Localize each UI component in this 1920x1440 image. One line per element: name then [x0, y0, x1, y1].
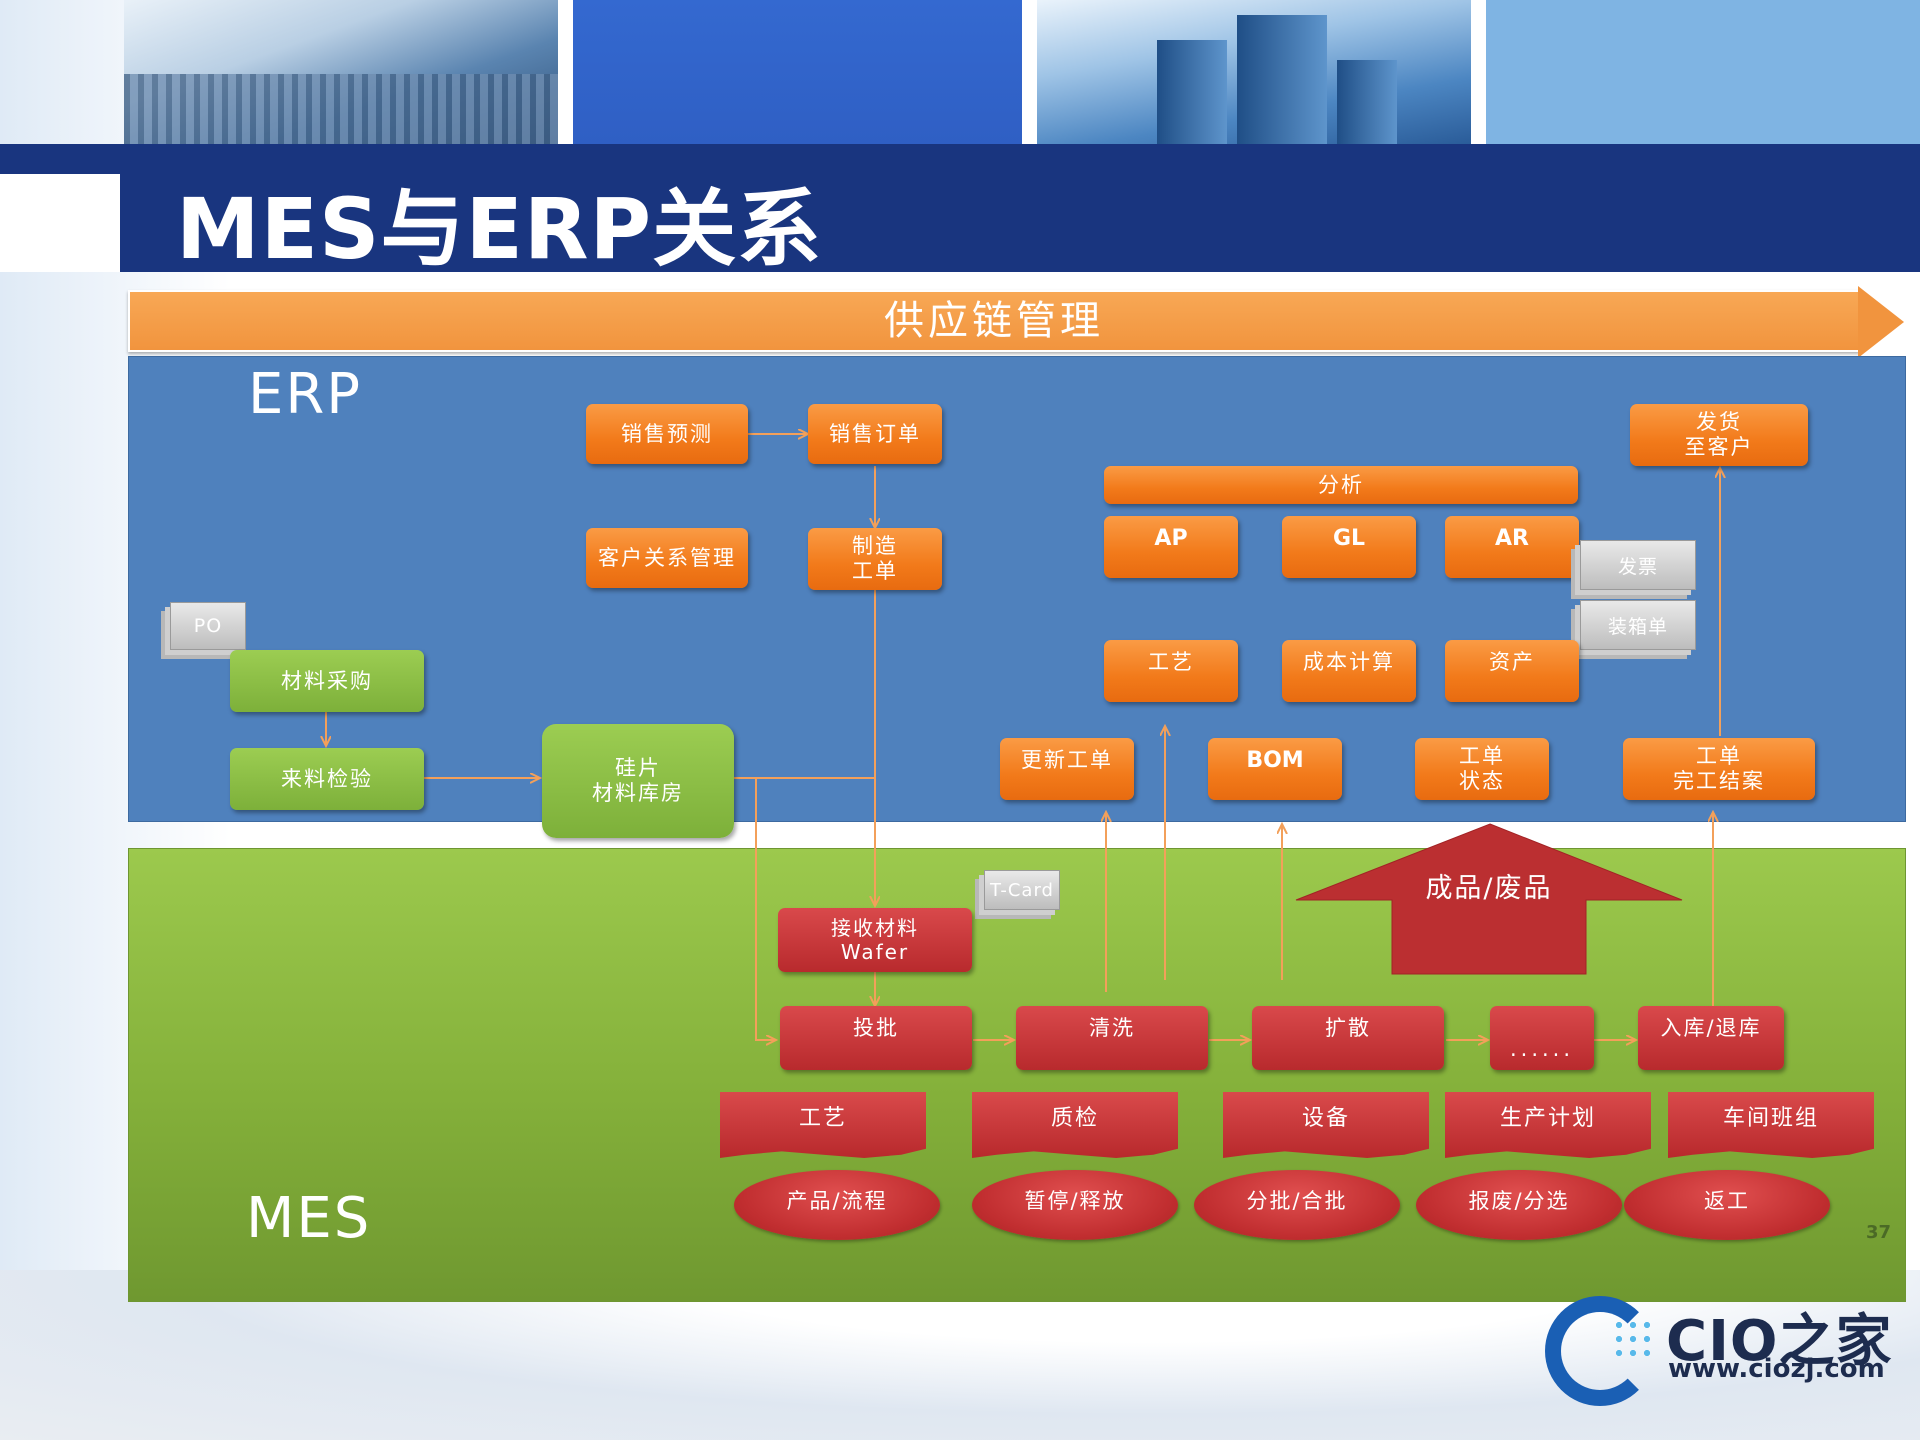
finished-scrap-label: 成品/废品: [1425, 873, 1553, 904]
order-status-box: 工单 状态: [1415, 738, 1549, 800]
tcard-document-icon: T-Card: [984, 870, 1060, 910]
mes-label: MES: [246, 1186, 372, 1251]
incoming-inspection-box: 来料检验: [230, 748, 424, 810]
title-bar: [0, 144, 1920, 272]
function-scrap-sort: 报废/分选: [1416, 1170, 1622, 1240]
header-image-lightblue: [1486, 0, 1920, 144]
sales-order-box: 销售订单: [808, 404, 942, 464]
flow-step-warehouse: 入库/退库: [1638, 1006, 1784, 1070]
function-split-merge: 分批/合批: [1194, 1170, 1400, 1240]
erp-label: ERP: [248, 362, 363, 427]
flow-step-more: ......: [1490, 1006, 1594, 1070]
receive-material-box: 接收材料 Wafer: [778, 908, 972, 972]
module-equipment: 设备: [1223, 1092, 1429, 1158]
order-close-box: 工单 完工结案: [1623, 738, 1815, 800]
slide-title: MES与ERP关系: [176, 180, 823, 278]
po-document-icon: PO: [170, 602, 246, 650]
material-purchase-box: 材料采购: [230, 650, 424, 712]
ap-box: AP: [1104, 516, 1238, 578]
ship-to-customer-box: 发货 至客户: [1630, 404, 1808, 466]
cio-logo-dots-icon: [1612, 1318, 1652, 1358]
ar-box: AR: [1445, 516, 1579, 578]
module-workshop-team: 车间班组: [1668, 1092, 1874, 1158]
header-image-keyboard: [124, 0, 558, 144]
header-image-buildings: [1037, 0, 1471, 144]
page-number: 37: [1866, 1222, 1892, 1243]
crm-box: 客户关系管理: [586, 528, 748, 588]
costing-box: 成本计算: [1282, 640, 1416, 702]
analysis-bar: 分析: [1104, 466, 1578, 504]
sales-forecast-box: 销售预测: [586, 404, 748, 464]
assets-box: 资产: [1445, 640, 1579, 702]
module-production-plan: 生产计划: [1445, 1092, 1651, 1158]
process-box: 工艺: [1104, 640, 1238, 702]
logo-name: CIO之家: [1666, 1309, 1893, 1374]
header-image-blue: [573, 0, 1022, 144]
supply-chain-bar: 供应链管理: [128, 290, 1860, 352]
keyboard-keys-decoration: [124, 74, 558, 144]
wafer-storage-box: 硅片 材料库房: [542, 724, 734, 838]
building-decoration: [1237, 15, 1327, 144]
building-decoration: [1337, 60, 1397, 144]
packing-list-document-icon: 装箱单: [1580, 600, 1696, 650]
module-quality: 质检: [972, 1092, 1178, 1158]
function-product-flow: 产品/流程: [734, 1170, 940, 1240]
function-rework: 返工: [1624, 1170, 1830, 1240]
flow-step-diffusion: 扩散: [1252, 1006, 1444, 1070]
mfg-order-box: 制造 工单: [808, 528, 942, 590]
update-order-box: 更新工单: [1000, 738, 1134, 800]
gl-box: GL: [1282, 516, 1416, 578]
logo-url: www.ciozj.com: [1668, 1354, 1885, 1384]
supply-chain-arrowhead: [1858, 286, 1904, 358]
title-bar-notch: [0, 174, 120, 272]
building-decoration: [1157, 40, 1227, 144]
flow-step-clean: 清洗: [1016, 1006, 1208, 1070]
function-hold-release: 暂停/释放: [972, 1170, 1178, 1240]
module-process: 工艺: [720, 1092, 926, 1158]
flow-step-batch: 投批: [780, 1006, 972, 1070]
invoice-document-icon: 发票: [1580, 540, 1696, 590]
bom-box: BOM: [1208, 738, 1342, 800]
arrow-storage-to-batch: [755, 778, 776, 1040]
